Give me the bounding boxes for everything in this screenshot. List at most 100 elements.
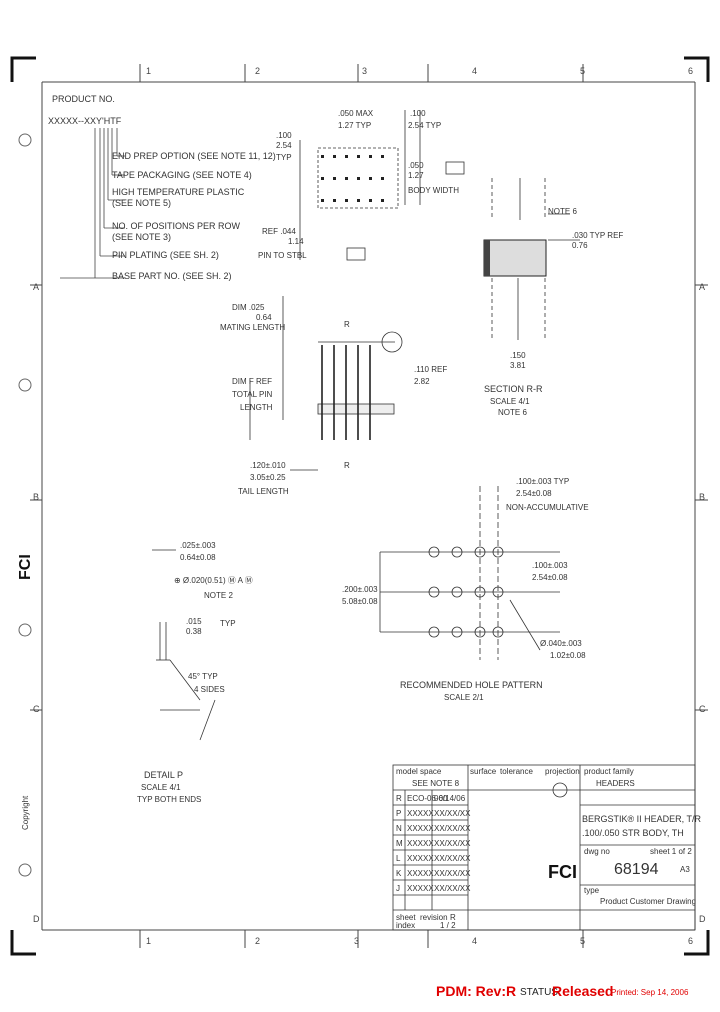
dim-side-ref: .110 REF xyxy=(414,365,447,374)
section-note: NOTE 6 xyxy=(548,207,577,216)
rev-date: XX/XX/XX xyxy=(434,869,471,878)
tolerance-label: tolerance xyxy=(500,767,533,776)
dim-typ-ref-mm: 0.76 xyxy=(572,241,588,250)
dim-left-typ: TYP xyxy=(276,153,292,162)
rev-eco: XXXXX xyxy=(407,884,434,893)
status-label: STATUS xyxy=(520,987,558,998)
hole-pattern-title: RECOMMENDED HOLE PATTERN xyxy=(400,680,543,690)
left-margin-brand: FCI xyxy=(17,554,34,580)
rev-eco: XXXXX xyxy=(407,854,434,863)
grid-labels: 1 2 3 4 5 6 1 2 3 4 5 6 A B C D A B C D xyxy=(33,66,706,946)
dim-sect: .150 xyxy=(510,351,526,360)
title-block: model space surface tolerance projection… xyxy=(392,764,701,931)
rev-eco: XXXXX xyxy=(407,869,434,878)
sheet-note: SEE NOTE 8 xyxy=(412,779,460,788)
title-line-1: BERGSTIK® II HEADER, T/R xyxy=(582,814,701,824)
hole-tolerance: .025±.003 0.64±0.08 ⊕ Ø.020(0.51) Ⓜ A Ⓜ … xyxy=(152,541,253,600)
section-body xyxy=(483,239,547,277)
grid-top-2: 2 xyxy=(255,66,260,76)
dim-pin-note: PIN TO STBL xyxy=(258,251,307,260)
grid-bottom-5: 5 xyxy=(580,936,585,946)
grid-right-b: B xyxy=(699,492,705,502)
dim-hole-spacing: .100±.003 TYP xyxy=(516,477,569,486)
sheet-label: sheet xyxy=(396,913,416,922)
section-title: SECTION R-R xyxy=(484,384,543,394)
model-space-label: model space xyxy=(396,767,442,776)
detail-scale: SCALE 4/1 xyxy=(141,783,181,792)
dim-side-ref-mm: 2.82 xyxy=(414,377,430,386)
grid-top-5: 5 xyxy=(580,66,585,76)
section-scale: SCALE 4/1 xyxy=(490,397,530,406)
type-value: Product Customer Drawing xyxy=(600,897,696,906)
dwg-no-label: dwg no xyxy=(584,847,610,856)
dim-body-width: BODY WIDTH xyxy=(408,186,459,195)
sheet-size: A3 xyxy=(680,865,690,874)
callout-pin-plating: PIN PLATING (SEE SH. 2) xyxy=(112,250,219,260)
grid-left-b: B xyxy=(33,492,39,502)
dim-top-pitch-mm: 1.27 TYP xyxy=(338,121,371,130)
frame-corners xyxy=(10,56,710,956)
dim-row-left: .200±.003 xyxy=(342,585,378,594)
dim-mid-h: .050 xyxy=(408,161,424,170)
title-line-2: .100/.050 STR BODY, TH xyxy=(582,828,684,838)
grid-left-c: C xyxy=(33,704,40,714)
document-number: 68194 xyxy=(614,861,659,878)
detail-p: .015 0.38 TYP 45° TYP 4 SIDES DETAIL P S… xyxy=(137,617,236,804)
type-label: type xyxy=(584,886,600,895)
callout-base-part: BASE PART NO. (SEE SH. 2) xyxy=(112,271,232,281)
dim-mid-h-mm: 1.27 xyxy=(408,171,424,180)
dim-top-right: .100 xyxy=(410,109,426,118)
rev-date: XX/XX/XX xyxy=(434,809,471,818)
datum-box-b xyxy=(346,247,366,261)
dim-left-h: .100 xyxy=(276,131,292,140)
rev-date: 06/14/06 xyxy=(434,794,466,803)
dim-ref-mm: 1.14 xyxy=(288,237,304,246)
dim-hole-left-mm: 0.64±0.08 xyxy=(180,553,216,562)
dim-left-h-mm: 2.54 xyxy=(276,141,292,150)
rev-letter: M xyxy=(396,839,403,848)
rev-letter: K xyxy=(396,869,402,878)
rev-eco: XXXXX xyxy=(407,824,434,833)
callout-high-temp-note: (SEE NOTE 5) xyxy=(112,198,171,208)
punch-hole-icon xyxy=(18,133,32,147)
grid-bottom-6: 6 xyxy=(688,936,693,946)
dim-top-pitch: .050 MAX xyxy=(338,109,374,118)
hole-pattern: .100±.003 TYP 2.54±0.08 NON-ACCUMULATIVE… xyxy=(342,477,589,702)
hole-pattern-scale: SCALE 2/1 xyxy=(444,693,484,702)
dim-mating-dia: DIM .025 xyxy=(232,303,265,312)
projection-symbol-icon xyxy=(552,782,568,798)
index-label: index xyxy=(396,921,415,930)
sheet-of: sheet 1 of 2 xyxy=(650,847,692,856)
rev-date: XX/XX/XX xyxy=(434,824,471,833)
rev-letter: P xyxy=(396,809,401,818)
revision-label: revision xyxy=(420,913,448,922)
dim-tail: .120±.010 xyxy=(250,461,286,470)
rev-letter: J xyxy=(396,884,400,893)
detail-note: TYP BOTH ENDS xyxy=(137,795,201,804)
grid-left-d: D xyxy=(33,914,40,924)
punch-hole-icon xyxy=(18,623,32,637)
dim-hole-tolerance: ⊕ Ø.020(0.51) Ⓜ A Ⓜ xyxy=(174,576,253,585)
view-mark-bottom: R xyxy=(344,461,350,470)
grid-right-d: D xyxy=(699,914,706,924)
dim-non-accum: NON-ACCUMULATIVE xyxy=(506,503,589,512)
grid-bottom-3: 3 xyxy=(354,936,359,946)
rev-letter: N xyxy=(396,824,402,833)
rev-date: XX/XX/XX xyxy=(434,854,471,863)
callout-positions-note: (SEE NOTE 3) xyxy=(112,232,171,242)
grid-top-1: 1 xyxy=(146,66,151,76)
dim-row-pitch-mm: 2.54±0.08 xyxy=(532,573,568,582)
frame-border xyxy=(30,64,708,948)
dim-angle-sides: 4 SIDES xyxy=(194,685,225,694)
surface-label: surface xyxy=(470,767,497,776)
grid-top-6: 6 xyxy=(688,66,693,76)
datum-box-a xyxy=(445,161,465,175)
left-margin-copyright: Copyright xyxy=(21,795,30,830)
grid-top-3: 3 xyxy=(362,66,367,76)
dim-hole-spacing-mm: 2.54±0.08 xyxy=(516,489,552,498)
rev-letter: L xyxy=(396,854,401,863)
dim-tail-len: TAIL LENGTH xyxy=(238,487,289,496)
dim-top-right-mm: 2.54 TYP xyxy=(408,121,441,130)
detail-p-marker-icon xyxy=(381,331,403,353)
company-logo: FCI xyxy=(548,862,577,882)
